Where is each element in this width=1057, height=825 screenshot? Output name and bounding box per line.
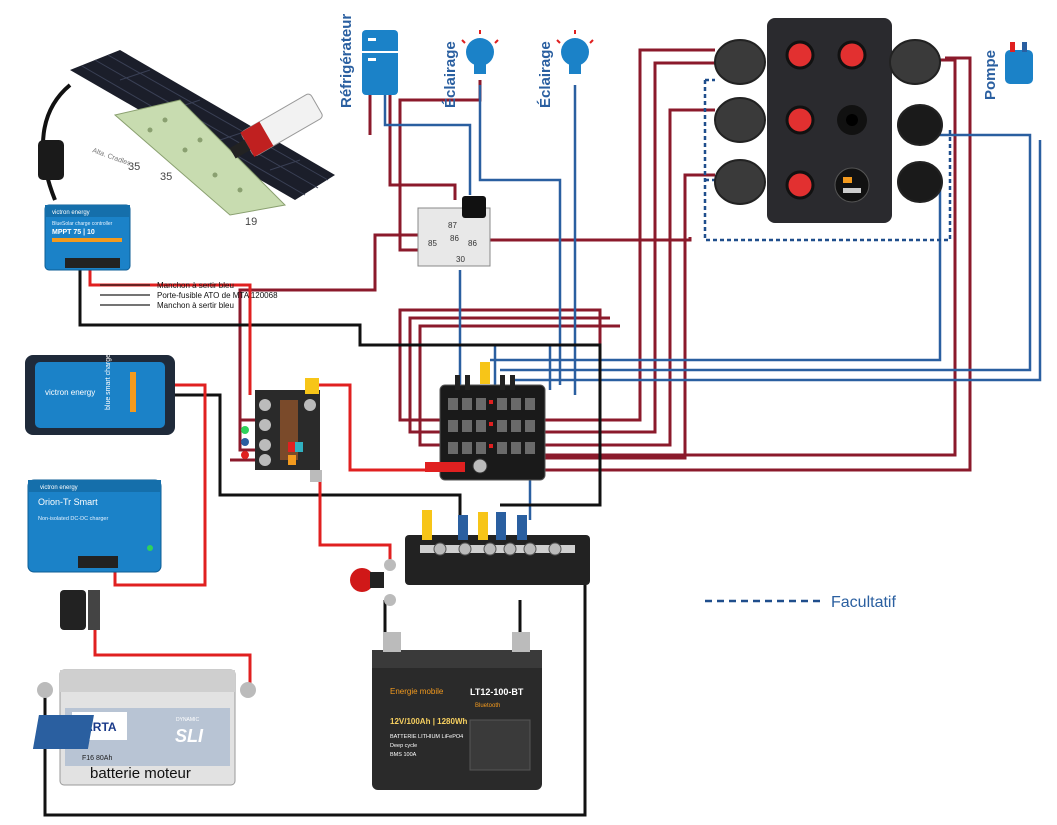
solar-dim-c: 19: [245, 216, 257, 228]
note-3: Manchon à sertir bleu: [157, 301, 234, 310]
relay-pin-85: 85: [428, 239, 437, 248]
relay: 87 85 86 86 30: [417, 196, 491, 267]
dcdc-model: Orion-Tr Smart: [38, 497, 98, 507]
solar-label: Alta. Cradles: [91, 147, 132, 167]
note-1: Manchon à sertir bleu: [157, 281, 234, 290]
blue-smart-charger: victron energy blue smart charger: [25, 351, 175, 435]
solar-dim-b: 35: [160, 171, 172, 183]
engine-battery: VARTA SLI DYNAMIC F16 80Ah batterie mote…: [32, 669, 256, 786]
relay-pin-30: 30: [456, 255, 465, 264]
inline-fuse-holder: [60, 590, 100, 630]
fuse-box: [425, 362, 546, 481]
lith-type: BATTERIE LITHIUM LiFePO4: [390, 734, 463, 740]
panel-connectors: [714, 39, 943, 205]
blue-wires: [383, 85, 1042, 520]
battery-cutoff-switch: [350, 559, 396, 606]
optional-dashed-wires: [703, 78, 952, 242]
charger-brand: victron energy: [45, 388, 95, 397]
light-bulb-icon-2: [556, 30, 594, 74]
switch-panel: [767, 18, 892, 223]
pump-label: Pompe: [982, 50, 999, 100]
light2-label: Éclairage: [537, 41, 554, 108]
mppt-line1: BlueSolar charge controller: [52, 221, 113, 227]
fridge-label: Réfrigérateur: [338, 14, 355, 108]
note-2: Porte-fusible ATO de MTA 120068: [157, 291, 278, 300]
lith-l1: Deep cycle: [390, 743, 417, 749]
switch-3: [785, 105, 815, 135]
orion-dcdc-charger: victron energy Orion-Tr Smart Non-isolat…: [27, 479, 162, 573]
mppt-solar-controller: victron energy BlueSolar charge controll…: [44, 204, 131, 271]
pump-icon: [1005, 42, 1033, 84]
dcdc-sub: Non-isolated DC-DC charger: [38, 516, 108, 522]
charger-name: blue smart charger: [105, 351, 112, 410]
main-fuse-distribution-block: [241, 378, 322, 482]
crimp-notes: Manchon à sertir bleu Porte-fusible ATO …: [100, 281, 278, 310]
varta-series: SLI: [175, 726, 204, 746]
lith-model: LT12-100-BT: [470, 687, 524, 697]
mppt-model: MPPT 75 | 10: [52, 229, 95, 236]
relay-pin-87: 87: [448, 221, 457, 230]
varta-dyn: DYNAMIC: [176, 717, 199, 723]
switch-4: [785, 170, 815, 200]
solar-dim-a: 35: [128, 161, 140, 173]
mppt-brand: victron energy: [52, 210, 90, 216]
legend-optional: Facultatif: [705, 594, 896, 611]
legend-optional-label: Facultatif: [831, 594, 896, 611]
fridge-icon: [362, 30, 398, 95]
relay-pin-86: 86: [450, 234, 459, 243]
lithium-battery: Energie mobile LT12-100-BT Bluetooth 12V…: [372, 632, 542, 790]
engine-battery-label: batterie moteur: [90, 765, 191, 782]
relay-pin-86b: 86: [468, 239, 477, 248]
negative-busbar: [405, 510, 590, 585]
lith-spec: 12V/100Ah | 1280Wh: [390, 717, 468, 726]
light1-label: Éclairage: [442, 41, 459, 108]
lith-bt: Bluetooth: [475, 703, 500, 709]
red-wires: [88, 270, 430, 685]
lith-brand: Energie mobile: [390, 687, 444, 696]
lith-l2: BMS 100A: [390, 752, 417, 758]
switch-2: [837, 40, 867, 70]
solar-panel: 35 35 19 Alta. Cradles: [38, 50, 335, 228]
switch-1: [785, 40, 815, 70]
light-bulb-icon-1: [461, 30, 499, 74]
varta-code: F16 80Ah: [82, 755, 112, 762]
dcdc-brand: victron energy: [40, 485, 78, 491]
